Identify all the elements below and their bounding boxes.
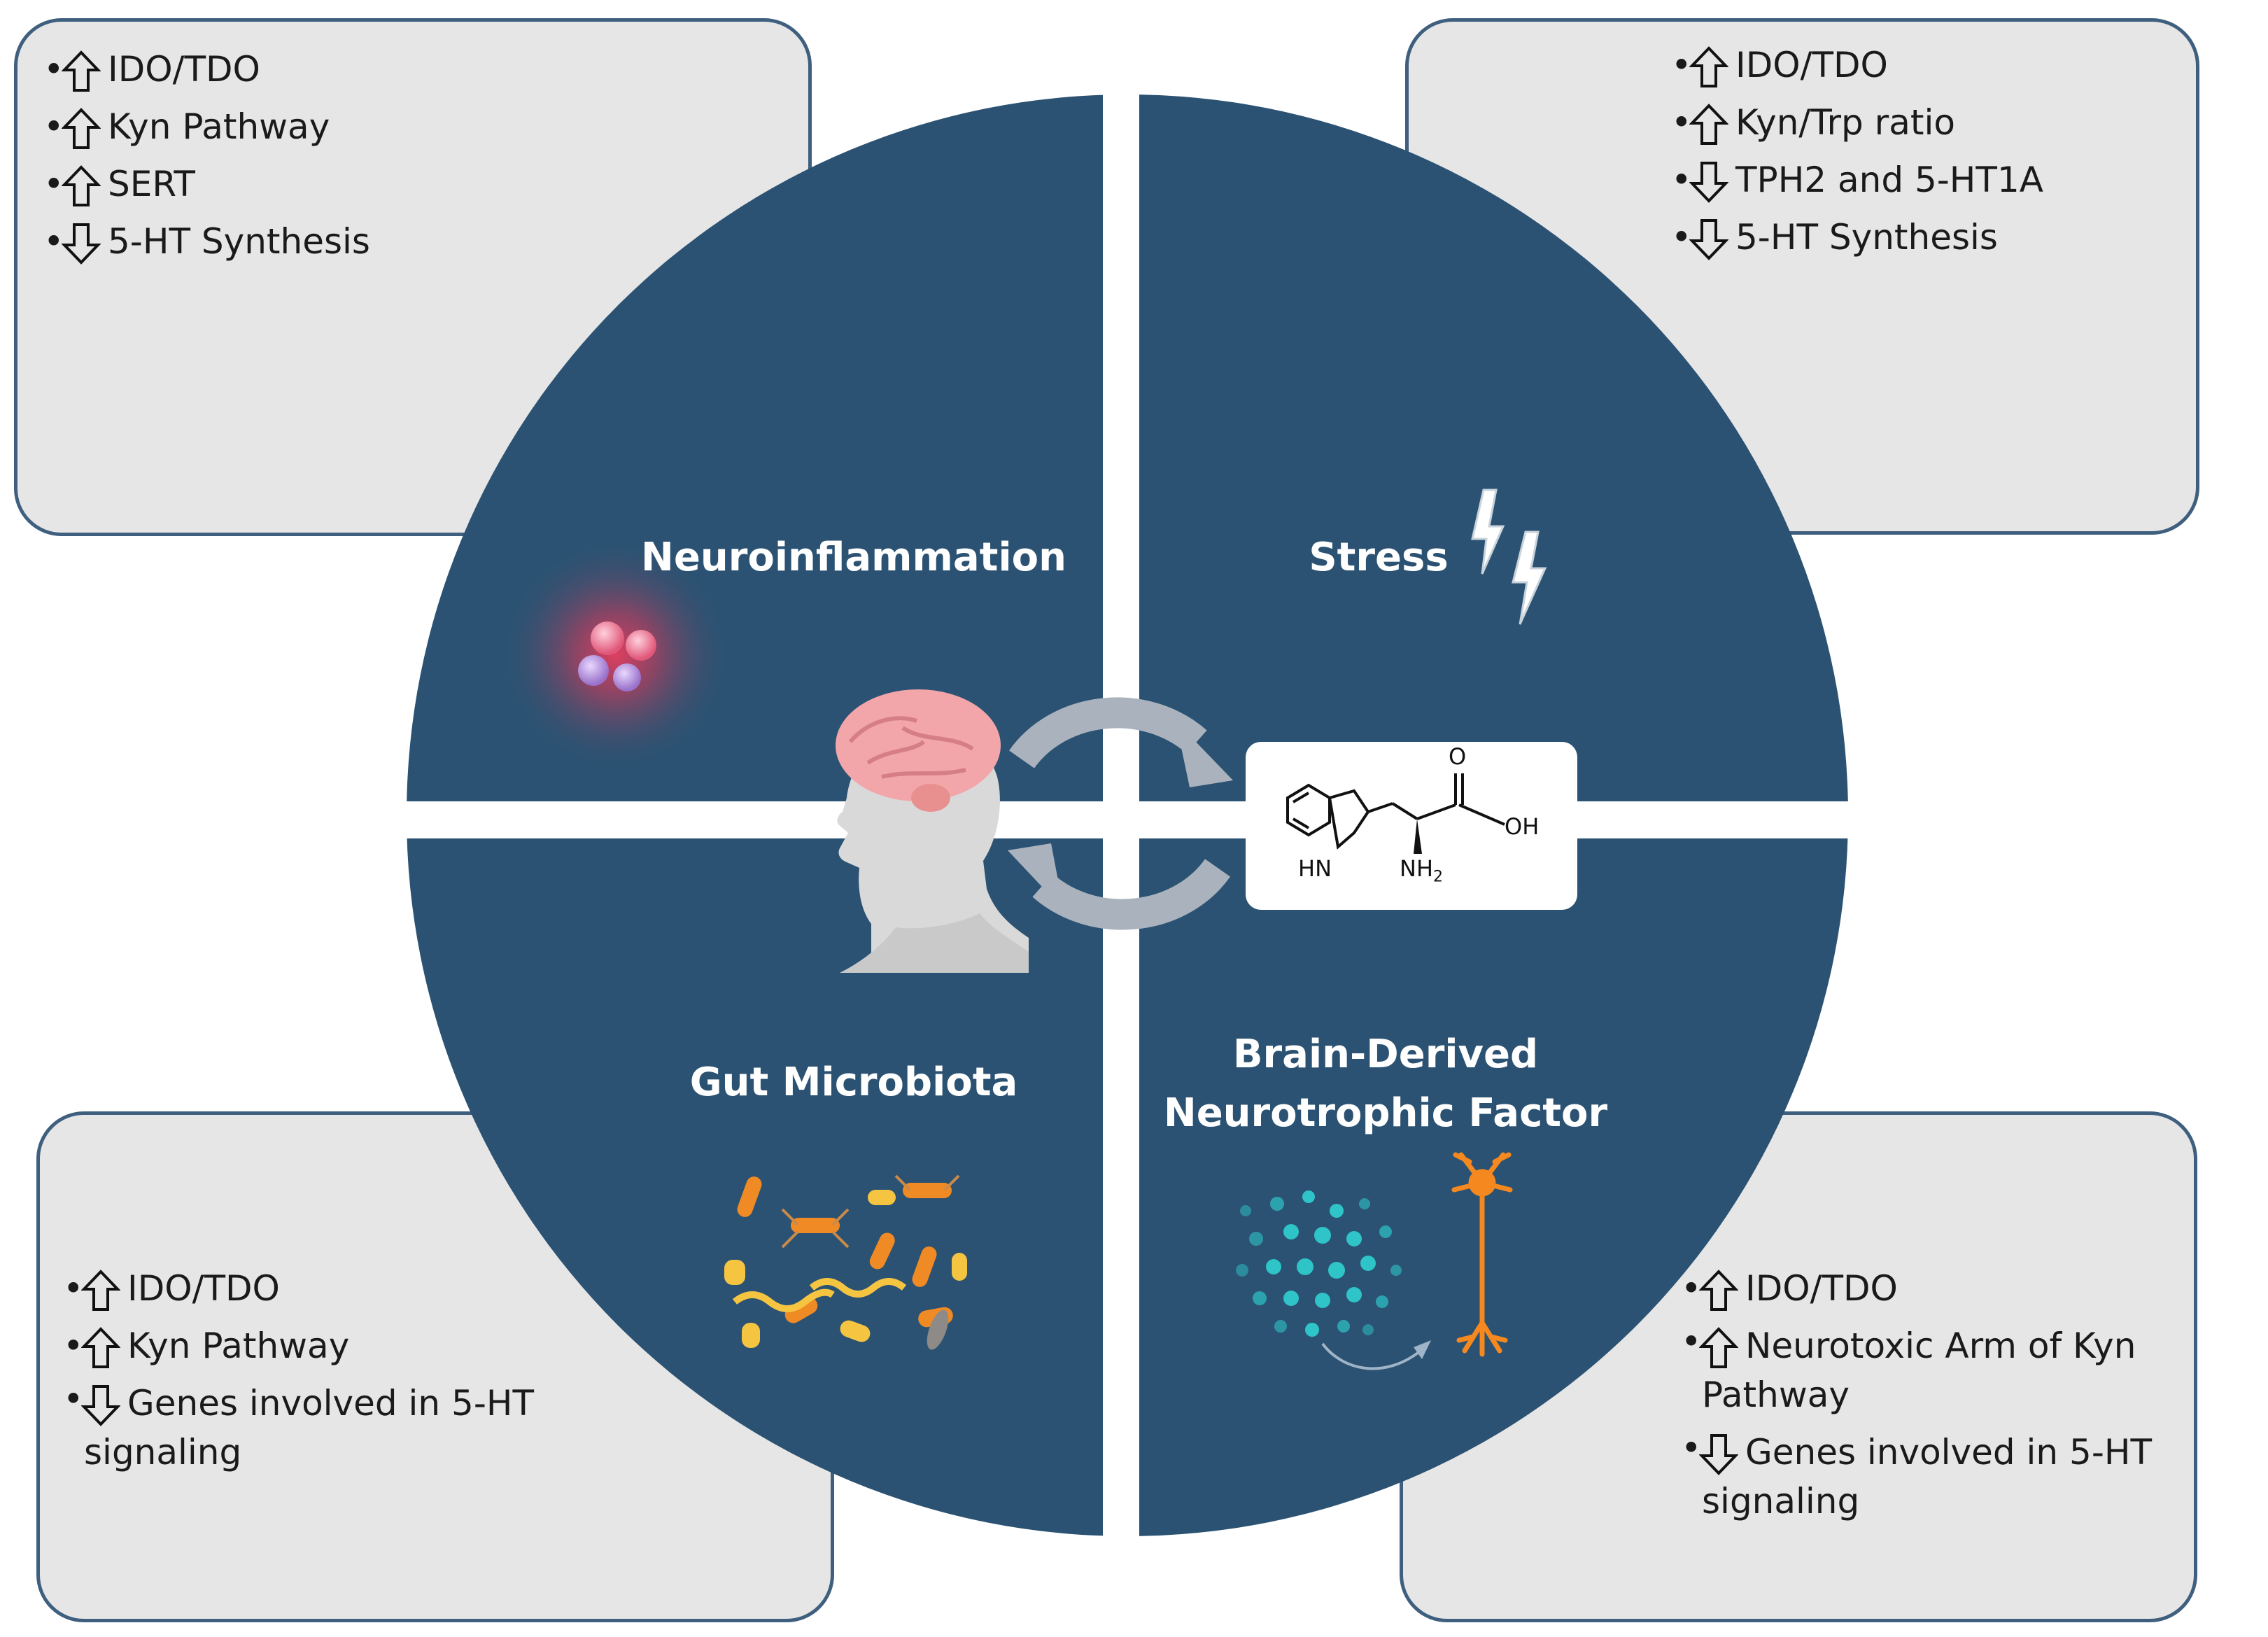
item-text: Kyn Pathway	[127, 1326, 350, 1366]
list-item: • TPH2 and 5-HT1A	[1671, 151, 2105, 209]
atom-nh2-base: NH	[1400, 855, 1433, 882]
item-text: Genes involved in 5-HT	[1745, 1432, 2153, 1473]
item-text: Neurotoxic Arm of Kyn	[1745, 1326, 2136, 1366]
list-item: • Genes involved in 5-HT signaling	[1681, 1424, 2199, 1530]
list-item: • 5-HT Synthesis	[1671, 209, 2105, 266]
list-item: • 5-HT Synthesis	[43, 213, 435, 270]
up-arrow-icon	[81, 1270, 120, 1312]
atom-o: O	[1449, 743, 1467, 770]
bullet: •	[1681, 1268, 1702, 1309]
bullet: •	[1671, 160, 1692, 200]
item-text: 5-HT Synthesis	[108, 221, 370, 262]
cycle-arrowhead-top	[1176, 721, 1233, 787]
neuron-icon	[1451, 1152, 1513, 1357]
label-bdnf-line1: Brain-Derived	[1232, 1032, 1539, 1077]
cycle-arrowhead-bottom	[1008, 843, 1064, 910]
list-item: • IDO/TDO	[63, 1260, 623, 1317]
label-stress: Stress	[1309, 535, 1449, 580]
neurotrophic-dots-icon	[1236, 1190, 1402, 1337]
human-head-icon	[836, 689, 1029, 973]
atom-nh2-sub: 2	[1433, 868, 1443, 886]
tryptophan-structure	[1286, 773, 1505, 850]
list-item: • Kyn/Trp ratio	[1671, 94, 2105, 151]
item-text: TPH2 and 5-HT1A	[1735, 160, 2043, 200]
list-item: • IDO/TDO	[1681, 1260, 2199, 1317]
item-text: 5-HT Synthesis	[1735, 217, 1998, 258]
down-arrow-icon	[1689, 161, 1728, 203]
bacteria-icon	[724, 1174, 967, 1350]
list-stress: • IDO/TDO • Kyn/Trp ratio • TPH2 and 5-HT1A • 5…	[1671, 36, 2105, 266]
quadrant-neuroinflammation	[407, 94, 1103, 801]
bullet: •	[1681, 1321, 1702, 1362]
list-item: • Genes involved in 5-HT signaling	[63, 1375, 623, 1481]
bullet: •	[1671, 45, 1692, 85]
up-arrow-icon	[62, 50, 101, 92]
bullet: •	[63, 1326, 84, 1366]
bullet: •	[1681, 1428, 1702, 1468]
up-arrow-icon	[1689, 104, 1728, 146]
atom-nh2: NH2	[1400, 855, 1443, 885]
list-neuroinflammation: • IDO/TDO • Kyn Pathway • SERT • 5-HT Synthesis	[43, 41, 435, 270]
item-text: Kyn Pathway	[108, 106, 330, 147]
item-text: SERT	[108, 164, 195, 204]
label-bdnf-line2: Neurotrophic Factor	[1163, 1090, 1608, 1136]
item-text: IDO/TDO	[108, 49, 260, 90]
label-neuroinflammation: Neuroinflammation	[641, 535, 1066, 580]
atom-hn: HN	[1298, 855, 1332, 882]
bullet: •	[63, 1268, 84, 1309]
item-text: Genes involved in 5-HT	[127, 1383, 535, 1424]
inflamed-cells-icon	[498, 537, 733, 772]
item-text: IDO/TDO	[1745, 1268, 1898, 1309]
item-text-continued: signaling	[84, 1432, 242, 1473]
bullet: •	[43, 49, 64, 90]
list-gut-microbiota: • IDO/TDO • Kyn Pathway • Genes involved in 5…	[63, 1260, 623, 1481]
up-arrow-icon	[81, 1327, 120, 1369]
stereo-wedge	[1414, 819, 1422, 854]
release-arrowhead	[1414, 1340, 1431, 1359]
lightning-icon	[1471, 489, 1547, 625]
down-arrow-icon	[81, 1384, 120, 1426]
item-text: Kyn/Trp ratio	[1735, 102, 1955, 143]
bullet: •	[43, 164, 64, 204]
up-arrow-icon	[62, 108, 101, 150]
label-bdnf: Brain-Derived Neurotrophic Factor	[1148, 1025, 1623, 1143]
list-item: • IDO/TDO	[1671, 36, 2105, 94]
up-arrow-icon	[1689, 46, 1728, 88]
release-arrow	[1321, 1342, 1422, 1370]
up-arrow-icon	[62, 165, 101, 207]
list-item: • IDO/TDO	[43, 41, 435, 98]
item-text: IDO/TDO	[1735, 45, 1888, 85]
down-arrow-icon	[1689, 218, 1728, 260]
up-arrow-icon	[1699, 1327, 1738, 1369]
list-item: • Kyn Pathway	[63, 1317, 623, 1375]
atom-oh: OH	[1505, 813, 1540, 840]
bullet: •	[43, 106, 64, 147]
list-item: • SERT	[43, 155, 435, 213]
bullet: •	[43, 221, 64, 262]
item-text: IDO/TDO	[127, 1268, 280, 1309]
tryptophan-box	[1246, 742, 1577, 910]
down-arrow-icon	[1699, 1433, 1738, 1475]
bullet: •	[1671, 102, 1692, 143]
bullet: •	[63, 1379, 84, 1419]
down-arrow-icon	[62, 223, 101, 265]
label-gut-microbiota: Gut Microbiota	[689, 1060, 1018, 1105]
list-item: • Kyn Pathway	[43, 98, 435, 155]
item-text-continued: signaling	[1702, 1481, 1860, 1522]
cycle-arrows	[1009, 697, 1230, 930]
item-text-continued: Pathway	[1702, 1375, 1850, 1415]
bullet: •	[1671, 217, 1692, 258]
up-arrow-icon	[1699, 1270, 1738, 1312]
